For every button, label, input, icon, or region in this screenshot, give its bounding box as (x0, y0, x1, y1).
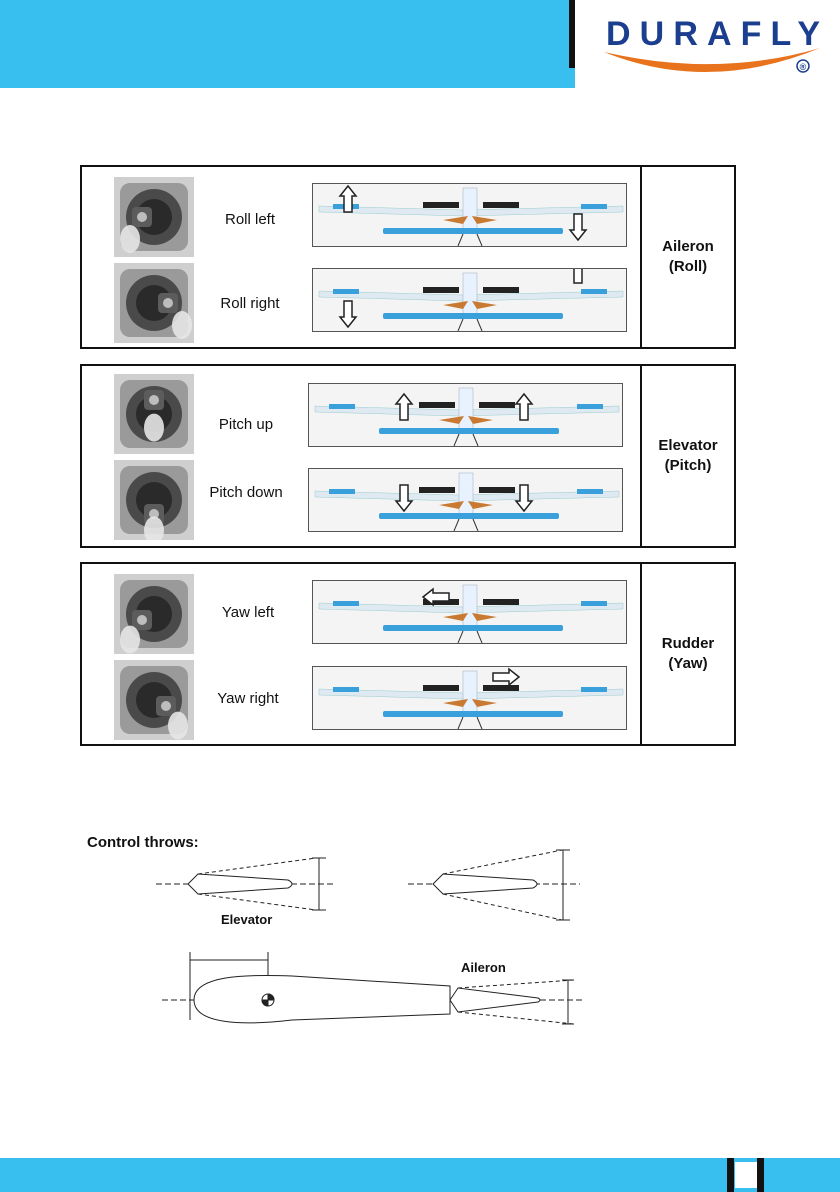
elevator-diagram-label: Elevator (221, 912, 272, 927)
durafly-logo: DURAFLY ® (598, 8, 828, 92)
elevator-section: Pitch up Pitch down (80, 364, 736, 548)
photo-pitch-up (308, 383, 623, 447)
photo-roll-left (312, 183, 627, 247)
header-band (0, 0, 575, 88)
photo-yaw-left (312, 580, 627, 644)
footer-divider-left (727, 1158, 734, 1192)
photo-yaw-right (312, 666, 627, 730)
stick-roll-right-icon (114, 263, 194, 343)
row-label-roll-left: Roll left (202, 211, 298, 228)
row-label-roll-right: Roll right (202, 295, 298, 312)
logo-text: DURAFLY (606, 15, 820, 53)
row-label-yaw-left: Yaw left (200, 604, 296, 621)
stick-pitch-up-icon (114, 374, 194, 454)
aileron-wing-diagram (162, 946, 582, 1026)
header-divider (569, 0, 575, 68)
rudder-section: Yaw left Yaw right (80, 562, 736, 746)
registered-mark: ® (800, 62, 807, 72)
section-label-elevator: Elevator(Pitch) (640, 366, 734, 546)
row-label-yaw-right: Yaw right (200, 690, 296, 707)
stick-yaw-left-icon (114, 574, 194, 654)
page-number (735, 1162, 757, 1188)
section-label-rudder: Rudder(Yaw) (640, 564, 734, 744)
elevator-throw-diagram (150, 846, 580, 932)
stick-pitch-down-icon (114, 460, 194, 540)
footer-divider-right (757, 1158, 764, 1192)
section-label-aileron: Aileron(Roll) (640, 167, 734, 347)
aileron-section: Roll left Roll right (80, 165, 736, 349)
footer-band (0, 1158, 840, 1192)
row-label-pitch-down: Pitch down (198, 484, 294, 501)
row-label-pitch-up: Pitch up (198, 416, 294, 433)
stick-yaw-right-icon (114, 660, 194, 740)
photo-roll-right (312, 268, 627, 332)
aileron-diagram-label: Aileron (461, 960, 506, 975)
photo-pitch-down (308, 468, 623, 532)
stick-roll-left-icon (114, 177, 194, 257)
